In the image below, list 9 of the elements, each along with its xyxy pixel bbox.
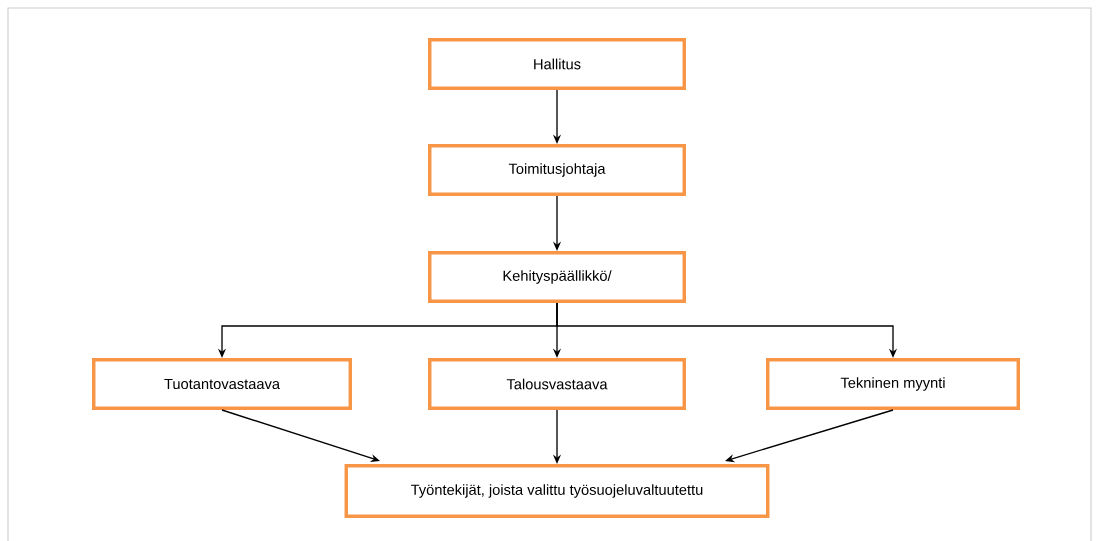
org-box: Kehityspäällikkö/ [428, 251, 686, 303]
org-box: Hallitus [428, 38, 686, 90]
org-box: Tekninen myynti [766, 358, 1020, 410]
org-box: Työntekijät, joista valittu työsuojeluvaltuutettu [344, 464, 770, 518]
arrow [725, 409, 894, 463]
arrow [221, 409, 380, 462]
org-box: Toimitusjohtaja [428, 144, 686, 196]
org-box: Tuotantovastaava [92, 358, 352, 410]
org-box: Talousvastaava [428, 358, 686, 410]
